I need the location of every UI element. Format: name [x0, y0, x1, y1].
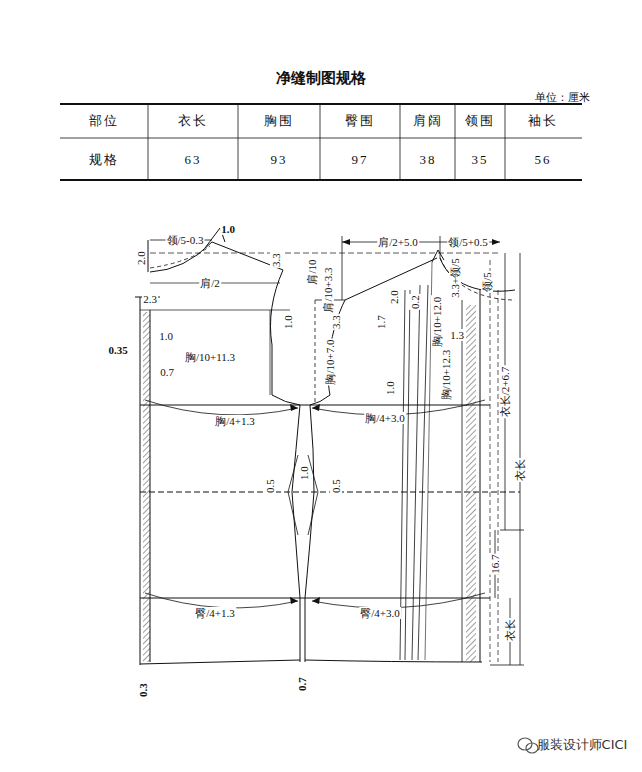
dimension-label: 衣长: [514, 458, 526, 482]
dimension-label: 肩/2: [199, 277, 221, 289]
table-cell: 97: [352, 153, 369, 167]
dimension-label: 肩/2+5.0: [377, 236, 419, 248]
dimension-label: 1.0: [220, 223, 236, 235]
table-cell: 衣长: [178, 114, 208, 128]
dimension-label: 3.3: [270, 252, 282, 268]
dimension-label: 领/5: [481, 271, 493, 293]
table-cell: 规格: [89, 153, 119, 167]
dimension-label: 0.5: [330, 478, 342, 494]
table-cell: 部位: [89, 114, 119, 128]
dimension-label: 0.5: [264, 478, 276, 494]
dimension-label: 3.3+领/5: [449, 257, 461, 299]
table-cell: 臀围: [345, 114, 375, 128]
table-cell: 袖长: [528, 114, 558, 128]
dimension-label: 2.0: [388, 289, 400, 305]
watermark: 服装设计师CICI: [537, 738, 628, 752]
dimension-label: 肩/10: [306, 258, 318, 285]
table-cell: 胸围: [264, 114, 294, 128]
title: 净缝制图规格: [276, 70, 366, 87]
table-cell: 领围: [465, 114, 495, 128]
dimension-label: 1.0: [158, 330, 174, 342]
dimension-label: 16.7: [489, 553, 501, 574]
dimension-label: 1.0: [282, 314, 294, 330]
dimension-label: 胸/10+12.0: [431, 296, 443, 349]
dimension-label: 0.7: [159, 366, 175, 378]
dimension-label: 胸/10+7.0: [324, 338, 336, 385]
table-cell: 93: [271, 153, 288, 167]
unit-note: 单位：厘米: [535, 91, 590, 103]
dimension-label: 2.3: [142, 293, 158, 305]
table-cell: 35: [472, 153, 489, 167]
table-cell: 肩阔: [413, 114, 443, 128]
dimension-label: 0.35: [107, 344, 128, 356]
dimension-label: 1.0: [384, 380, 396, 396]
dimension-label: 臀/4+1.3: [194, 607, 236, 619]
dimension-label: 臀/4+3.0: [359, 607, 401, 619]
dimension-label: 1.3: [449, 329, 465, 341]
dimension-label: 肩/10+3.3: [322, 266, 334, 313]
table-cell: 63: [185, 153, 202, 167]
dimension-label: 胸/4+3.0: [364, 412, 406, 424]
dimension-label: 2.0: [135, 250, 147, 266]
dimension-label: 衣长: [504, 618, 516, 642]
dimension-label: 领/5+0.5: [447, 236, 489, 248]
dimension-label: 1.0: [298, 465, 310, 481]
table-cell: 56: [535, 153, 552, 167]
dimension-label: 胸/10+11.3: [184, 351, 236, 363]
dimension-label: 衣长/2+6.7: [499, 366, 511, 419]
table-cell: 38: [420, 153, 437, 167]
dimension-label: 0.3: [137, 682, 149, 698]
dimension-label: 3.3: [330, 314, 342, 330]
dimension-label: 0.7: [296, 676, 308, 692]
dimension-label: 胸/4+1.3: [214, 415, 256, 427]
dimension-label: 1.7: [375, 314, 387, 330]
dimension-label: 胸/10+12.3: [440, 349, 452, 402]
dimension-label: 0.2: [409, 294, 421, 310]
dimension-label: 领/5-0.3: [166, 234, 205, 246]
watermark-icon: [518, 738, 538, 753]
